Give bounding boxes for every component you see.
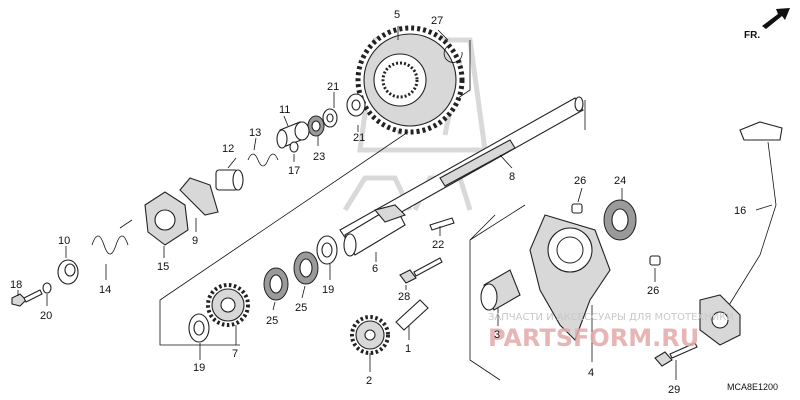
- part-gear-3: [480, 269, 521, 311]
- callout-5: 5: [394, 9, 400, 21]
- part-bearing-24: [603, 199, 637, 241]
- callout-labels: 5 27 21 21 11 13 12 23 17 8 9 15 14 10 1…: [10, 9, 746, 396]
- callout-28: 28: [398, 291, 410, 303]
- callout-26: 26: [574, 175, 586, 187]
- callout-15: 15: [157, 261, 169, 273]
- callout-25: 25: [266, 315, 278, 327]
- part-large-gear-5: [355, 25, 465, 135]
- part-housing-4: [529, 214, 611, 341]
- part-dowel-26: [649, 255, 661, 266]
- callout-1: 1: [405, 343, 411, 355]
- part-gear-7: [206, 283, 250, 327]
- part-washer-17: [289, 141, 299, 153]
- callout-27: 27: [431, 15, 443, 27]
- part-pin-22: [429, 217, 455, 231]
- callout-19: 19: [322, 284, 334, 296]
- front-arrow-icon: [762, 8, 790, 29]
- callout-11: 11: [279, 104, 290, 116]
- callout-29: 29: [668, 384, 680, 396]
- callout-23: 23: [313, 151, 325, 163]
- part-washer-19: [188, 235, 338, 343]
- part-shaft-8: [339, 96, 584, 243]
- callout-10: 10: [58, 235, 70, 247]
- part-sleeve-6: [343, 204, 407, 257]
- callout-3: 3: [494, 329, 500, 341]
- part-bolt-18: [11, 289, 43, 307]
- callout-21: 21: [353, 132, 365, 144]
- callout-25: 25: [295, 302, 307, 314]
- part-cap-10: [57, 259, 79, 285]
- part-bolt-28: [399, 257, 443, 284]
- callout-21: 21: [327, 81, 339, 93]
- callout-6: 6: [372, 263, 378, 275]
- callout-2: 2: [366, 375, 372, 387]
- part-plate-9: [179, 177, 219, 216]
- watermark-caption: ЗАПЧАСТИ И АКСЕССУАРЫ ДЛЯ МОТОТЕХНИКИ: [488, 312, 734, 323]
- callout-8: 8: [509, 171, 515, 183]
- callout-17: 17: [288, 165, 300, 177]
- group-outline: [159, 40, 586, 381]
- watermark-brand: PARTSFORM.RU: [488, 324, 699, 352]
- part-ratchet-15: [144, 191, 189, 246]
- front-label: FR.: [744, 30, 760, 41]
- part-spring-14: [91, 219, 133, 255]
- part-collar-12: [215, 169, 244, 191]
- part-dowel-26: [571, 203, 583, 214]
- drawing-code: MCA8E1200: [727, 382, 778, 392]
- part-washer-21: [322, 93, 366, 128]
- part-washer-20: [42, 282, 52, 294]
- part-needle-bearing-25: [263, 251, 319, 301]
- callout-19: 19: [193, 362, 205, 374]
- front-direction-indicator: FR.: [744, 8, 790, 41]
- callout-16: 16: [734, 205, 746, 217]
- part-sleeve-11: [276, 121, 310, 149]
- callout-24: 24: [614, 175, 626, 187]
- callout-20: 20: [40, 310, 52, 322]
- callout-22: 22: [432, 239, 444, 251]
- part-pin-1: [395, 299, 429, 331]
- callout-13: 13: [249, 127, 261, 139]
- callout-14: 14: [99, 284, 111, 296]
- leader-lines: [17, 26, 773, 380]
- callout-26: 26: [647, 285, 659, 297]
- callout-12: 12: [222, 143, 234, 155]
- callout-4: 4: [588, 367, 594, 379]
- part-spring-13: [247, 153, 279, 167]
- part-circlip-27: [443, 44, 463, 63]
- part-bearing-23: [307, 115, 325, 137]
- callout-7: 7: [232, 348, 238, 360]
- callout-9: 9: [192, 235, 198, 247]
- callout-18: 18: [10, 279, 22, 291]
- part-rod-16: [699, 121, 783, 346]
- part-bolt-29: [654, 342, 698, 367]
- part-gear-2: [350, 315, 390, 355]
